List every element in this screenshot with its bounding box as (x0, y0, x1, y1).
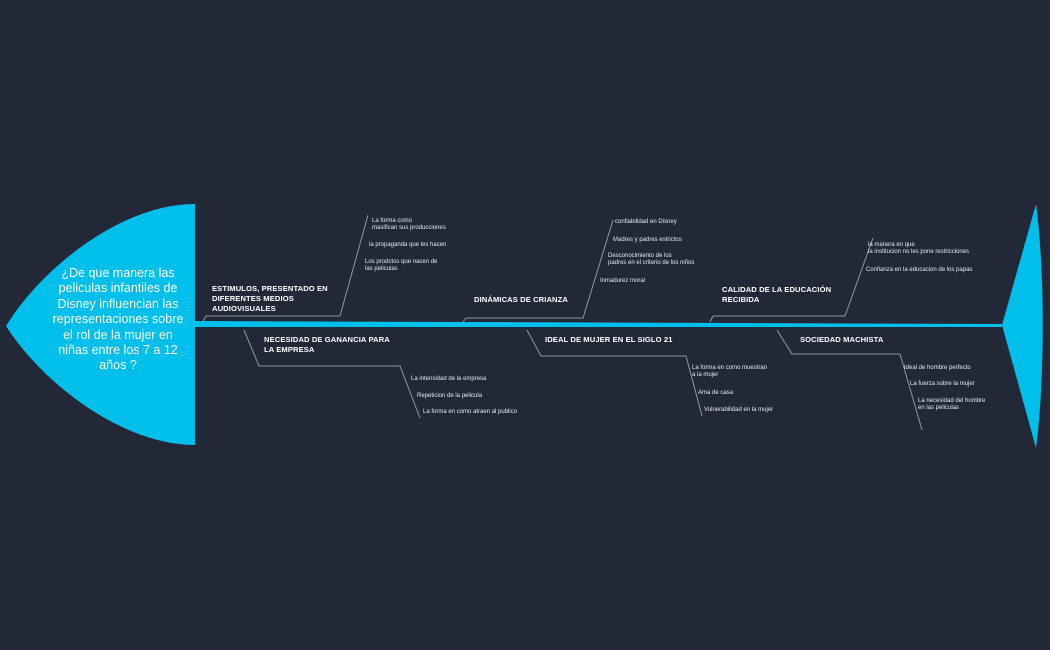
category-ideal: IDEAL DE MUJER EN EL SIGLO 21 (545, 335, 673, 344)
cause-item: Confianza en la educacion de los papas (866, 267, 973, 273)
cause-item: Madres y padres estrictos (613, 237, 682, 243)
fish-head (6, 204, 195, 445)
cause-item: la propaganda que les hacen (369, 242, 447, 248)
cause-item: Repeticion de la pelicula (417, 393, 483, 399)
cause-item: Ideal de hombre perfecto (904, 365, 971, 371)
cause-item: La forma en como muestran a la mujer (692, 365, 768, 379)
cause-item: Los prodctos que nacen de las peliculas (365, 259, 438, 273)
cause-item: La forma como masifican sus producciones (372, 218, 446, 232)
category-sociedad: SOCIEDAD MACHISTA (800, 335, 884, 344)
bone-dinamicas (462, 219, 614, 323)
cause-item: La forma en como atraen al publico (423, 409, 518, 415)
bone-sociedad (776, 329, 923, 431)
cause-item: Desconocimiento de los padres en el crit… (608, 253, 695, 267)
cause-item: La fuerza sobre la mujer (910, 381, 975, 387)
cause-item: Inmadurez moral (600, 278, 646, 284)
cause-item: Ama de casa (698, 390, 734, 396)
cause-item: Vulnerabilidad en la mujer (704, 407, 774, 413)
cause-item: La intensidad de la empresa (411, 376, 487, 382)
spine (195, 321, 1002, 327)
bone-necesidad (243, 329, 421, 419)
category-dinamicas: DINÁMICAS DE CRIANZA (474, 295, 568, 304)
cause-item: la manera en que la institucion no les p… (868, 242, 970, 256)
bone-estimulos (202, 214, 369, 322)
category-estimulos: ESTIMULOS, PRESENTADO EN DIFERENTES MEDI… (212, 284, 328, 313)
bone-ideal (526, 329, 703, 417)
fish-tail (1002, 204, 1043, 448)
cause-item: La necesidad del hombre en las peliculas (918, 398, 986, 412)
cause-item: confiabilidad en Disney (615, 219, 677, 225)
category-calidad: CALIDAD DE LA EDUCACIÓN RECIBIDA (722, 285, 832, 304)
bone-calidad (709, 237, 874, 323)
problem-statement: ¿De que manera las peliculas infantiles … (52, 266, 184, 373)
category-necesidad: NECESIDAD DE GANANCIA PARA LA EMPRESA (264, 335, 390, 354)
